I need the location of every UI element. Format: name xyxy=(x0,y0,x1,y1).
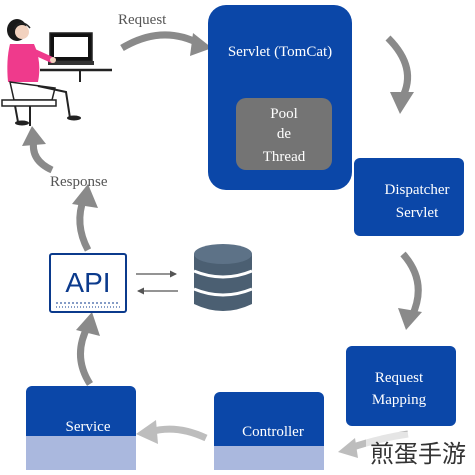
api-box: API xyxy=(49,253,127,313)
service-box-fade xyxy=(26,436,136,470)
dispatcher-to-mapping-arrow xyxy=(400,251,422,318)
controller-box-fade xyxy=(214,446,324,470)
response-label: Response xyxy=(50,174,108,190)
dispatcher-label-line-1: Dispatcher xyxy=(385,182,450,198)
pool-label-line-3: Thread xyxy=(263,149,306,165)
pool-de-thread-box xyxy=(236,98,332,170)
servlet-to-dispatcher-arrow xyxy=(385,35,412,100)
request-label: Request xyxy=(118,12,167,28)
request-mapping-box xyxy=(346,346,456,426)
controller-label: Controller xyxy=(242,424,304,440)
service-to-api-arrow xyxy=(76,324,94,386)
pool-label-line-1: Pool xyxy=(270,106,298,122)
api-label: API xyxy=(65,267,110,298)
request-mapping-label-line-2: Mapping xyxy=(372,392,427,408)
user-at-laptop-illustration xyxy=(1,19,112,126)
dispatcher-label-line-2: Servlet xyxy=(396,205,439,221)
watermark: 煎蛋手游 xyxy=(370,440,466,468)
dispatcher-servlet-box xyxy=(354,158,464,236)
controller-to-service-arrow xyxy=(148,425,208,442)
database-icon xyxy=(193,244,253,311)
request-arrow xyxy=(120,31,202,52)
servlet-label: Servlet (TomCat) xyxy=(228,44,332,60)
service-label: Service xyxy=(66,419,111,435)
request-mapping-label-line-1: Request xyxy=(375,370,424,386)
pool-label-line-2: de xyxy=(277,126,292,142)
